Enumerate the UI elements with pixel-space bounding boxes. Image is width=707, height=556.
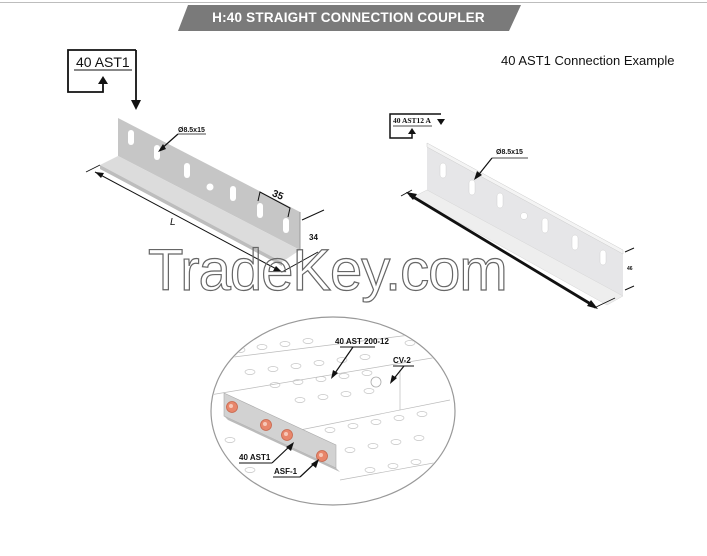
left-callout-frame: [67, 49, 137, 102]
coupler-label: 40 AST1: [239, 453, 271, 462]
right-height-label: 46: [627, 266, 633, 272]
right-coupler-drawing: [400, 142, 635, 309]
bolt-label: ASF-1: [274, 467, 298, 476]
page-title: H:40 STRAIGHT CONNECTION COUPLER: [212, 10, 485, 25]
left-height-label: 34: [309, 233, 318, 242]
right-part-code: 40 AST12 A: [393, 116, 431, 125]
length-label: L: [170, 217, 176, 228]
detail-view-drawing: [210, 316, 456, 506]
tray-label: 40 AST 200-12: [335, 337, 389, 346]
right-callout-frame: [389, 113, 441, 139]
left-hole-label: Ø8.5x15: [178, 127, 205, 134]
top-rule: [0, 2, 707, 3]
right-hole-label: Ø8.5x15: [496, 149, 523, 156]
cover-label: CV-2: [393, 356, 411, 365]
example-caption: 40 AST1 Connection Example: [501, 53, 675, 68]
banner-shape: [178, 5, 521, 31]
left-part-code: 40 AST1: [76, 54, 130, 70]
left-coupler-drawing: [85, 118, 325, 273]
watermark: TradeKey.com: [147, 237, 508, 303]
title-banner: H:40 STRAIGHT CONNECTION COUPLER: [176, 4, 521, 31]
